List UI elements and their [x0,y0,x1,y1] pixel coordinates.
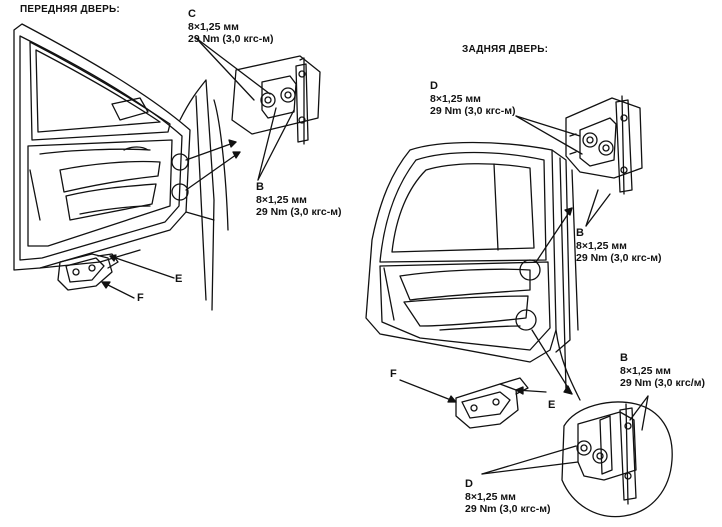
callout-bolt-size: 8×1,25 мм [430,92,481,105]
front-callout-e: E [175,273,183,285]
front-door-title: ПЕРЕДНЯЯ ДВЕРЬ: [20,4,120,15]
rear-callout-b-upper: B 8×1,25 мм 29 Nm (3,0 кгс-м) [576,227,662,265]
rear-callout-f: F [390,368,397,380]
callout-bolt-size: 8×1,25 мм [256,193,307,206]
front-callout-b: B 8×1,25 мм 29 Nm (3,0 кгс-м) [256,181,342,219]
front-callout-c: C 8×1,25 мм 29 Nm (3,0 кгс-м) [188,8,274,46]
callout-torque: 29 Nm (3,0 кгс-м) [430,105,516,117]
callout-bolt-size: 8×1,25 мм [576,239,627,252]
callout-torque: 29 Nm (3,0 кгс/м) [620,377,705,389]
callout-bolt-size: 8×1,25 мм [465,490,516,503]
rear-callout-b-lower: B 8×1,25 мм 29 Nm (3,0 кгс/м) [620,352,705,390]
callout-letter-b: B [256,181,264,193]
rear-callout-d-lower: D 8×1,25 мм 29 Nm (3,0 кгс-м) [465,478,551,516]
front-door-drawing [13,23,321,311]
callout-torque: 29 Nm (3,0 кгс-м) [256,206,342,218]
callout-letter-d: D [430,80,438,92]
callout-letter-b: B [620,352,628,364]
callout-bolt-size: 8×1,25 мм [188,20,239,33]
front-callout-f: F [137,292,144,304]
callout-torque: 29 Nm (3,0 кгс-м) [576,252,662,264]
callout-bolt-size: 8×1,25 мм [620,364,671,377]
rear-door-drawing [365,95,673,518]
rear-callout-d-upper: D 8×1,25 мм 29 Nm (3,0 кгс-м) [430,80,516,118]
callout-torque: 29 Nm (3,0 кгс-м) [465,503,551,515]
rear-door-title: ЗАДНЯЯ ДВЕРЬ: [462,44,549,55]
callout-letter-b: B [576,227,584,239]
callout-torque: 29 Nm (3,0 кгс-м) [188,33,274,45]
callout-letter-d: D [465,478,473,490]
rear-callout-e: E [548,399,556,411]
callout-letter-c: C [188,8,196,20]
